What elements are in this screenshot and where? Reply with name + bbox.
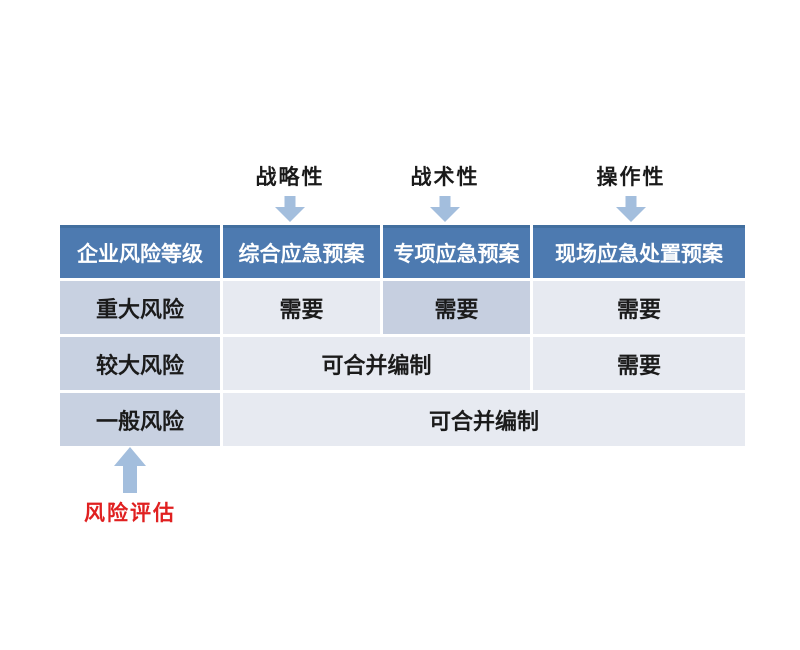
header-special-plan: 专项应急预案 xyxy=(383,225,530,278)
annotation-operational: 操作性 xyxy=(576,161,686,222)
up-arrow-icon xyxy=(114,447,146,493)
header-risk-level: 企业风险等级 xyxy=(60,225,220,278)
row-label-general-risk: 一般风险 xyxy=(60,393,220,446)
down-arrow-icon xyxy=(616,196,646,222)
risk-assessment-label: 风险评估 xyxy=(84,501,176,525)
strategic-label: 战略性 xyxy=(255,165,325,189)
annotation-risk-assessment: 风险评估 xyxy=(60,447,200,527)
tactical-label: 战术性 xyxy=(410,165,480,189)
risk-plan-table: 企业风险等级 综合应急预案 专项应急预案 现场应急处置预案 重大风险 需要 需要… xyxy=(60,225,745,446)
cell-major-onsite: 需要 xyxy=(533,281,745,334)
row-label-major-risk: 重大风险 xyxy=(60,281,220,334)
annotation-strategic: 战略性 xyxy=(235,161,345,222)
header-comprehensive-plan: 综合应急预案 xyxy=(223,225,380,278)
cell-general-merged: 可合并编制 xyxy=(223,393,745,446)
operational-label: 操作性 xyxy=(596,165,666,189)
cell-major-special: 需要 xyxy=(383,281,530,334)
cell-major-comprehensive: 需要 xyxy=(223,281,380,334)
down-arrow-icon xyxy=(430,196,460,222)
cell-larger-merged: 可合并编制 xyxy=(223,337,530,390)
cell-larger-onsite: 需要 xyxy=(533,337,745,390)
down-arrow-icon xyxy=(275,196,305,222)
header-onsite-plan: 现场应急处置预案 xyxy=(533,225,745,278)
row-label-larger-risk: 较大风险 xyxy=(60,337,220,390)
annotation-tactical: 战术性 xyxy=(390,161,500,222)
